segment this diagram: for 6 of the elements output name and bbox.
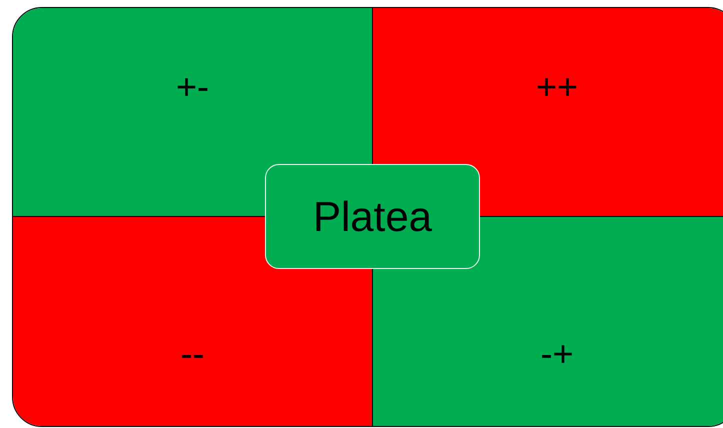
quadrant-label: -- bbox=[180, 333, 206, 375]
quadrant-label: +- bbox=[174, 66, 210, 108]
center-box bbox=[265, 164, 480, 269]
quadrant-label: ++ bbox=[534, 66, 580, 108]
quadrant-label: -+ bbox=[539, 333, 574, 375]
center-label: Platea bbox=[312, 192, 432, 240]
